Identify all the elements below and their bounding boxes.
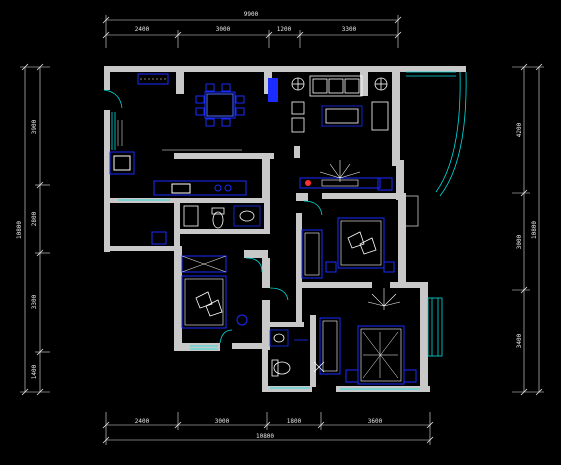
dim-top-segment: 3300 [342, 26, 357, 33]
dim-top-segment: 3000 [216, 26, 231, 33]
dining-table-set [195, 83, 245, 127]
middle-bedroom-pillows [347, 231, 377, 255]
dim-left-segment: 3900 [31, 119, 38, 134]
dim-right-total: 10800 [531, 221, 538, 239]
dim-bottom-segment: 2400 [135, 418, 150, 425]
dim-top-segment: 2400 [135, 26, 150, 33]
bedroom-3-pillows [195, 291, 223, 317]
dim-bottom-segment: 3600 [368, 418, 383, 425]
tv-cabinet [299, 177, 393, 191]
dim-left-segment: 3300 [31, 294, 38, 309]
dim-top-segment: 1200 [277, 26, 292, 33]
dim-bottom-segment: 1800 [287, 418, 302, 425]
dim-left-total: 10800 [16, 221, 23, 239]
living-room-sofa-set [291, 75, 389, 133]
dim-right-segment: 3400 [516, 333, 523, 348]
blue-cabinet-near-wall [268, 78, 278, 102]
kitchen-hatch-lines [117, 120, 242, 151]
bathroom-2-fixtures [269, 329, 325, 377]
dim-right-segment: 3000 [516, 234, 523, 249]
bedroom-3-furniture [181, 255, 248, 329]
windows [103, 71, 467, 390]
bathroom-1-fixtures [183, 205, 261, 229]
dim-right-segment: 4200 [516, 122, 523, 137]
kitchen-counter [109, 151, 247, 245]
master-bed-pattern [362, 331, 399, 379]
master-bedroom-furniture [319, 317, 417, 385]
dim-top-total: 9900 [244, 11, 259, 18]
middle-bedroom-furniture [301, 217, 395, 279]
walls [104, 66, 466, 392]
ceiling-lamp-master [367, 288, 401, 310]
ceiling-lamp-living [319, 160, 361, 182]
dim-bottom-total: 10800 [256, 433, 274, 440]
dim-left-segment: 2800 [31, 211, 38, 226]
dim-bottom-segment: 3000 [215, 418, 230, 425]
dimension-ticks [21, 16, 543, 444]
cabinet-top-left [137, 73, 169, 85]
dim-left-segment: 1400 [31, 364, 38, 379]
